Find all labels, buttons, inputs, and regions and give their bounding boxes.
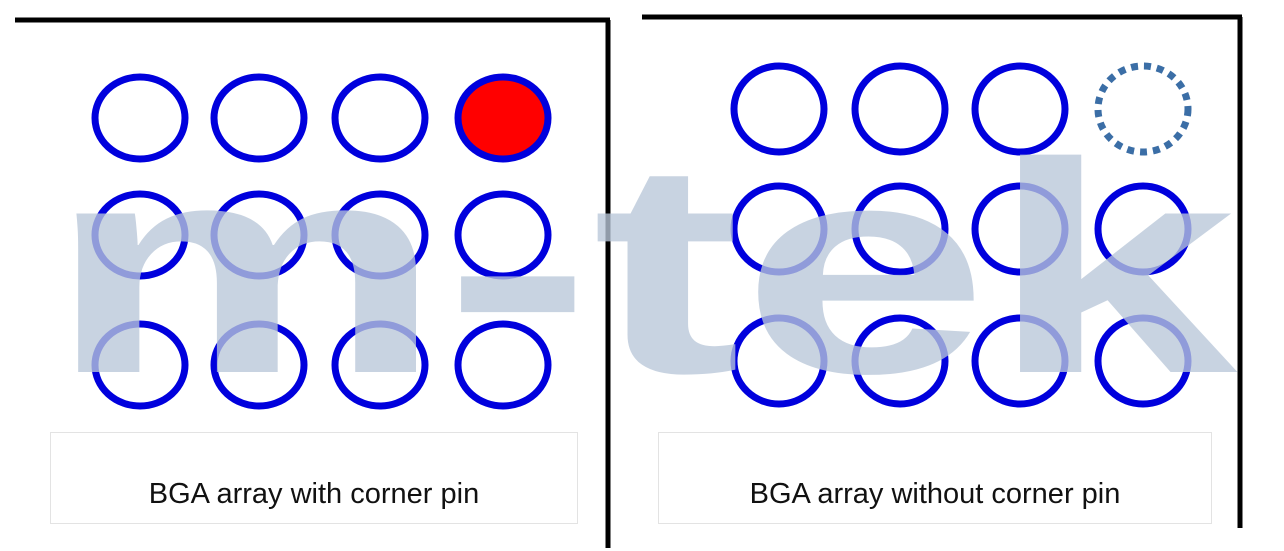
solder-ball xyxy=(91,320,189,410)
solder-ball xyxy=(454,320,552,410)
left-panel-frame xyxy=(15,17,611,548)
solder-ball xyxy=(210,320,308,410)
solder-ball xyxy=(331,190,429,280)
corner-pin-ball xyxy=(454,73,552,163)
solder-ball xyxy=(971,314,1069,408)
solder-ball xyxy=(730,62,828,156)
solder-ball xyxy=(91,73,189,163)
left-caption-box: BGA array with corner pin xyxy=(50,432,578,524)
left-caption: BGA array with corner pin xyxy=(148,478,480,510)
solder-ball xyxy=(851,314,949,408)
solder-ball xyxy=(91,190,189,280)
solder-ball xyxy=(1094,314,1192,408)
solder-ball xyxy=(851,182,949,276)
missing-corner-pin xyxy=(1094,62,1192,156)
solder-ball xyxy=(730,314,828,408)
solder-ball xyxy=(851,62,949,156)
solder-ball xyxy=(331,320,429,410)
right-caption: BGA array without corner pin xyxy=(749,478,1121,510)
right-bga-array xyxy=(730,62,1192,408)
solder-ball xyxy=(730,182,828,276)
solder-ball xyxy=(1094,182,1192,276)
right-caption-box: BGA array without corner pin xyxy=(658,432,1212,524)
left-bga-array xyxy=(91,73,552,410)
solder-ball xyxy=(210,190,308,280)
right-panel-frame xyxy=(642,14,1243,528)
solder-ball xyxy=(454,190,552,280)
solder-ball xyxy=(971,182,1069,276)
solder-ball xyxy=(210,73,308,163)
solder-ball xyxy=(331,73,429,163)
solder-ball xyxy=(971,62,1069,156)
